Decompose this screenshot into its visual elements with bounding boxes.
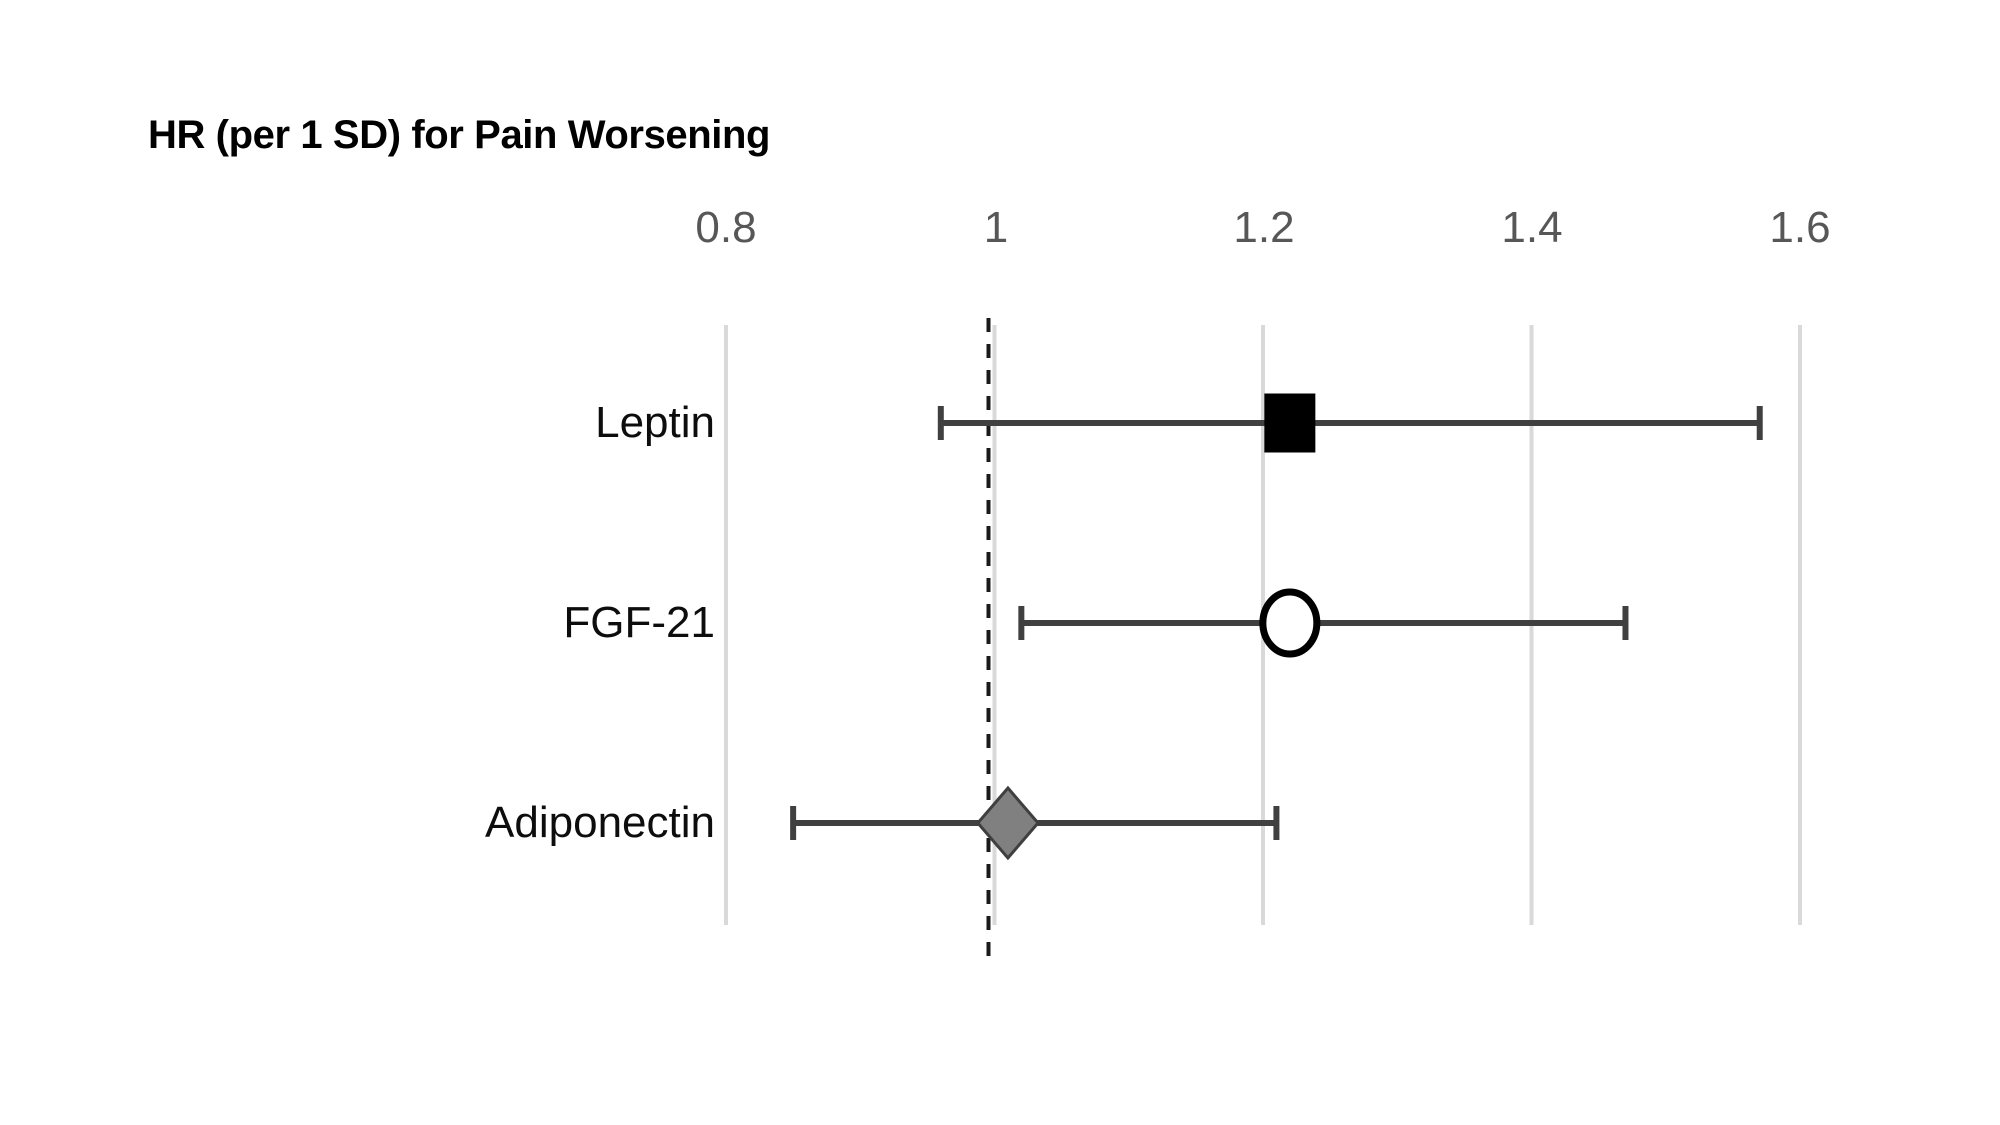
x-axis-tick-2: 1.2 <box>1233 203 1295 252</box>
marker-diamond-adiponectin <box>975 785 1041 861</box>
marker-square-leptin <box>1264 393 1316 453</box>
x-axis-tick-0: 0.8 <box>695 203 757 252</box>
category-label-fgf21: FGF-21 <box>563 598 715 647</box>
data-marks-group <box>790 393 1763 861</box>
category-label-leptin: Leptin <box>595 398 715 447</box>
marker-circle-fgf-21 <box>1259 588 1321 658</box>
x-axis-tick-1: 1 <box>983 203 1009 252</box>
page-title: HR (per 1 SD) for Pain Worsening <box>148 113 771 157</box>
x-axis-tick-3: 1.4 <box>1501 203 1563 252</box>
category-label-adiponectin: Adiponectin <box>485 798 715 847</box>
x-axis-tick-4: 1.6 <box>1769 203 1831 252</box>
